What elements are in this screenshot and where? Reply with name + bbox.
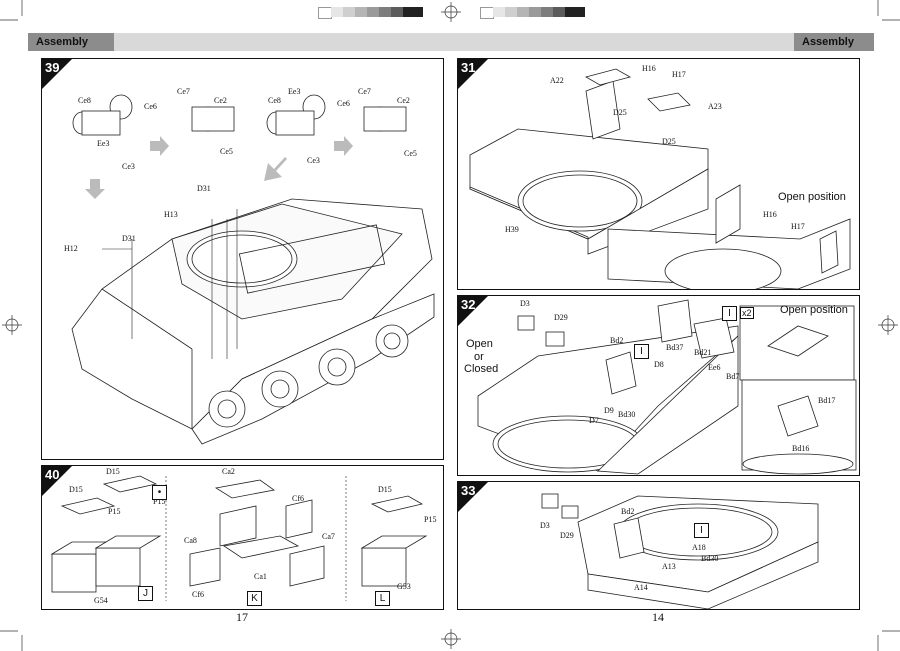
sheet-label-i: I	[694, 523, 709, 538]
part-label: H17	[791, 222, 805, 231]
part-label: H39	[505, 225, 519, 234]
step-33-drawing	[458, 482, 819, 609]
step-32-number: 32	[461, 297, 476, 312]
part-label: A22	[550, 76, 564, 85]
part-label: D15	[106, 467, 120, 476]
part-label: Ce7	[177, 87, 190, 96]
header-right-tag: Assembly	[794, 33, 874, 51]
sheet-label-i: I	[634, 344, 649, 359]
part-label: Ee3	[288, 87, 301, 96]
part-label: Bd16	[792, 444, 810, 453]
part-label: D15	[378, 485, 392, 494]
part-label: Bd7	[726, 372, 740, 381]
or-note: or	[474, 351, 484, 363]
sheet-label-k: K	[247, 591, 262, 606]
part-label: Ca8	[184, 536, 197, 545]
sheet-label-i: I	[722, 306, 737, 321]
part-label: Ca2	[222, 467, 235, 476]
step-31-number: 31	[461, 60, 476, 75]
step-32-panel: 32 D3 D29 Bd2 D8 Bd37 Bd21 Ee6 Bd7 D9 D7…	[457, 295, 860, 476]
part-label: G54	[94, 596, 108, 605]
part-label: D29	[554, 313, 568, 322]
open-note: Open	[466, 338, 493, 350]
part-label: Bd30	[701, 554, 719, 563]
part-label: H16	[763, 210, 777, 219]
part-label: Ce3	[307, 156, 320, 165]
part-label: H13	[164, 210, 178, 219]
part-label: Bd2	[621, 507, 635, 516]
part-label: Ee3	[97, 139, 110, 148]
part-label: A13	[662, 562, 676, 571]
decal-icon: •	[152, 485, 167, 500]
part-label: Ce6	[144, 102, 157, 111]
part-label: A14	[634, 583, 648, 592]
part-label: A23	[708, 102, 722, 111]
part-label: Ce2	[214, 96, 227, 105]
part-label: H17	[672, 70, 686, 79]
part-label: Cf6	[292, 494, 304, 503]
sheet-label-l: L	[375, 591, 390, 606]
part-label: H16	[642, 64, 656, 73]
part-label: D7	[589, 416, 599, 425]
part-label: Bd17	[818, 396, 836, 405]
step-33-number: 33	[461, 483, 476, 498]
step-39-panel: 39 Ce8 Ce6 Ce3 Ee3 Ce7 Ce2 Ce5 Ce8 Ee3 C…	[41, 58, 444, 460]
part-label: Ce3	[122, 162, 135, 171]
part-label: Ee6	[708, 363, 721, 372]
step-31-panel: 31 A22 H16 H17 A23 D25 D25 H39 H16 H17 O…	[457, 58, 860, 290]
part-label: Ce2	[397, 96, 410, 105]
part-label: Ce7	[358, 87, 371, 96]
step-39-drawing	[42, 59, 435, 445]
part-label: Cf6	[192, 590, 204, 599]
part-label: D29	[560, 531, 574, 540]
quantity-x2: x2	[740, 307, 754, 319]
part-label: Ca7	[322, 532, 335, 541]
page-number-right: 14	[652, 610, 664, 624]
part-label: A18	[692, 543, 706, 552]
part-label: D3	[520, 299, 530, 308]
closed-note: Closed	[464, 363, 499, 375]
step-33-panel: 33 D3 D29 Bd2 A18 Bd30 A13 A14 I	[457, 481, 860, 610]
step-32-drawing	[458, 296, 857, 475]
open-position-note: Open position	[780, 304, 848, 316]
part-label: D15	[69, 485, 83, 494]
part-label: Ce6	[337, 99, 350, 108]
part-label: P15	[108, 507, 121, 516]
part-label: Ce5	[220, 147, 233, 156]
part-label: D25	[613, 108, 627, 117]
part-label: P15	[424, 515, 437, 524]
part-label: Ce8	[268, 96, 281, 105]
header-bar	[28, 33, 870, 51]
step-31-drawing	[458, 59, 851, 289]
part-label: D31	[197, 184, 211, 193]
step-40-panel: 40 D15 D15 P15 P15 G54 Ca2 Cf6 Ca8 Ca7 C…	[41, 465, 444, 610]
part-label: Bd37	[666, 343, 684, 352]
part-label: P15	[153, 497, 166, 506]
part-label: Bd30	[618, 410, 636, 419]
part-label: Ce5	[404, 149, 417, 158]
step-39-number: 39	[45, 60, 60, 75]
part-label: D8	[654, 360, 664, 369]
part-label: Ce8	[78, 96, 91, 105]
part-label: Bd21	[694, 348, 712, 357]
step-40-number: 40	[45, 467, 60, 482]
part-label: H12	[64, 244, 78, 253]
part-label: Bd2	[610, 336, 624, 345]
part-label: D3	[540, 521, 550, 530]
sheet-label-j: J	[138, 586, 153, 601]
header-left-tag: Assembly	[28, 33, 114, 51]
step-40-drawing	[42, 466, 428, 601]
part-label: D9	[604, 406, 614, 415]
part-label: D31	[122, 234, 136, 243]
open-position-note: Open position	[778, 191, 846, 203]
part-label: D25	[662, 137, 676, 146]
part-label: Ca1	[254, 572, 267, 581]
part-label: G53	[397, 582, 411, 591]
page-number-left: 17	[236, 610, 248, 624]
